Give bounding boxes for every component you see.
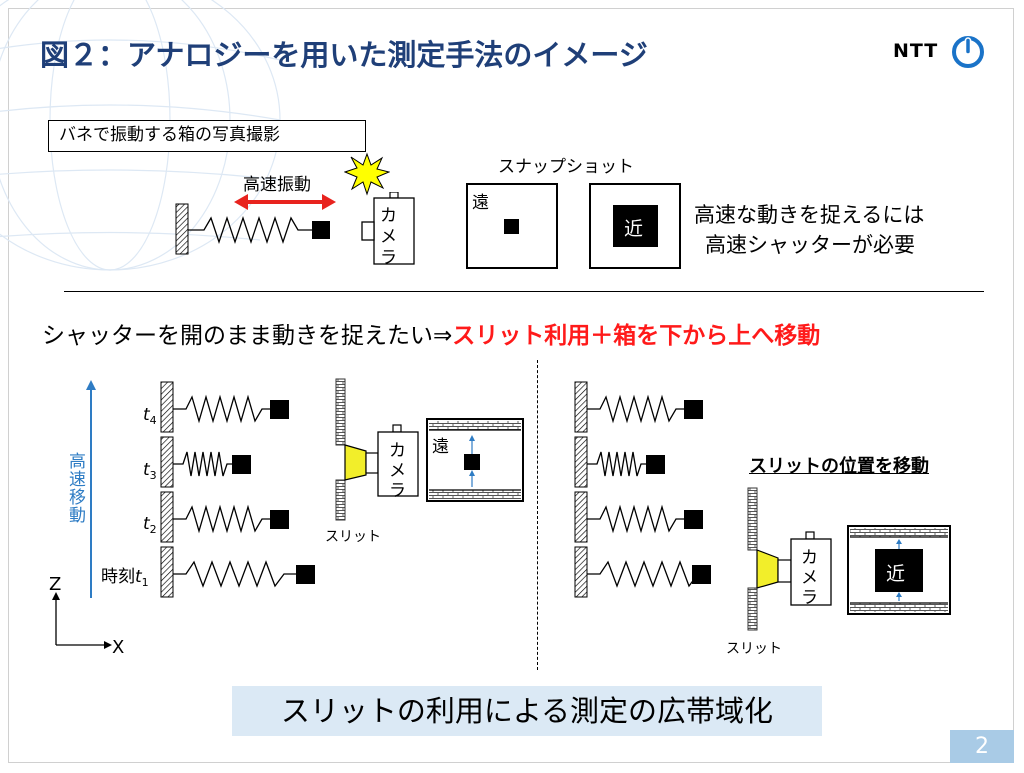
x-axis-label: X [112, 637, 125, 658]
high-speed-axis-label: 高速移動 [65, 452, 85, 524]
ntt-logo-text: NTT [893, 40, 939, 62]
camera-label-top-2: メ [380, 227, 397, 247]
right-heading: スリットの位置を移動 [749, 456, 929, 477]
panel-divider [537, 360, 538, 670]
ntt-logo-icon [952, 36, 984, 68]
camera-icon-top [361, 192, 415, 265]
time-label-t2: t2 [143, 514, 157, 536]
photo-caption-box: バネで振動する箱の写真撮影 [48, 120, 366, 152]
left-camera-label-3: ラ [389, 481, 406, 501]
camera-label-top-3: ラ [380, 248, 397, 268]
zx-axes [52, 592, 112, 649]
high-speed-axis-arrow [86, 380, 96, 598]
statement-line: シャッターを開のまま動きを捉えたい⇒スリット利用＋箱を下から上へ移動 [42, 316, 820, 350]
top-spring-diagram [175, 194, 336, 255]
note-line-1: 高速な動きを捉えるには [694, 203, 925, 227]
flash-icon [344, 152, 390, 196]
time-prefix: 時刻 [101, 567, 135, 587]
left-slit-label: スリット [325, 529, 381, 545]
left-camera-label-2: メ [389, 461, 406, 481]
z-axis-label: Z [49, 574, 62, 595]
section-divider [64, 291, 984, 292]
page-number: 2 [950, 730, 1014, 763]
right-slit-camera-diagram [747, 487, 951, 631]
note-line-2: 高速シャッターが必要 [705, 233, 915, 257]
statement-emphasis: スリット利用＋箱を下から上へ移動 [452, 323, 821, 349]
time-label-t4: t4 [143, 405, 157, 427]
vibration-label: 高速振動 [243, 175, 311, 195]
right-image-near-label: 近 [886, 563, 906, 585]
right-camera-label-1: カ [801, 548, 818, 568]
snapshot-near-box [613, 205, 658, 247]
page-title: 図２：アナロジーを用いた測定手法のイメージ [40, 38, 648, 72]
snapshot-near-frame [589, 183, 681, 269]
camera-label-top-1: カ [380, 206, 397, 226]
snapshot-label: スナップショット [498, 157, 634, 177]
right-camera-label-3: ラ [801, 588, 818, 608]
statement-text: シャッターを開のまま動きを捉えたい⇒ [42, 323, 453, 349]
right-slit-label: スリット [726, 641, 782, 657]
snapshot-far-box [504, 219, 519, 234]
right-springs-diagram [574, 381, 711, 598]
snapshot-far-label: 遠 [472, 193, 489, 213]
snapshot-far-frame [466, 183, 558, 269]
left-springs-diagram [160, 381, 315, 598]
right-camera-label-2: メ [801, 568, 818, 588]
left-image-far-label: 遠 [432, 437, 449, 457]
left-slit-camera-diagram [335, 378, 524, 521]
slide-frame [8, 8, 1014, 763]
snapshot-near-label: 近 [624, 218, 644, 240]
left-camera-label-1: カ [389, 441, 406, 461]
time-label-t3: t3 [143, 460, 157, 482]
time-label-t1: 時刻t1 [101, 567, 149, 589]
bottom-banner: スリットの利用による測定の広帯域化 [232, 686, 822, 736]
